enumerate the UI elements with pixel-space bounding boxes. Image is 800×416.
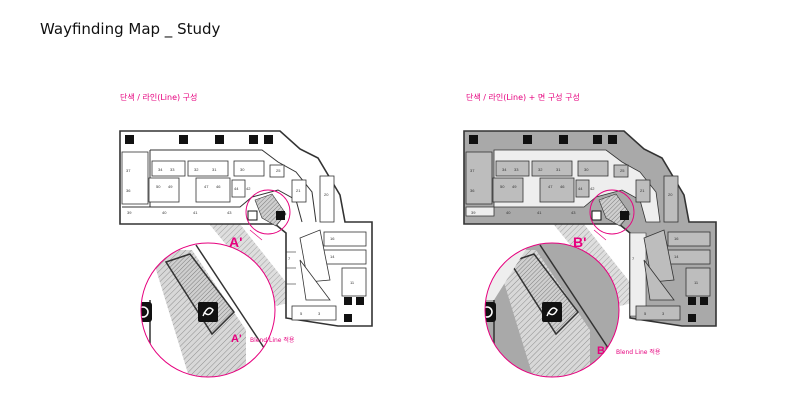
svg-text:43: 43: [227, 210, 232, 215]
legend-tag: B': [597, 345, 608, 357]
legend-tag: A': [231, 333, 242, 345]
left-panel-caption: 단색 / 라인(Line) 구성: [120, 93, 198, 102]
svg-text:16: 16: [674, 236, 679, 241]
svg-text:5: 5: [300, 311, 303, 316]
svg-text:37: 37: [470, 168, 475, 173]
svg-text:49: 49: [168, 184, 173, 189]
svg-text:32: 32: [194, 167, 199, 172]
svg-text:14: 14: [674, 254, 679, 259]
svg-text:21: 21: [640, 188, 645, 193]
svg-text:50: 50: [156, 184, 161, 189]
svg-text:42: 42: [246, 186, 251, 191]
svg-text:39: 39: [471, 210, 476, 215]
svg-text:30: 30: [584, 167, 589, 172]
zoom-circle: [140, 242, 276, 378]
svg-text:43: 43: [571, 210, 576, 215]
callout-tag: B': [573, 234, 586, 250]
legend-text: Blend Line 적용: [616, 349, 661, 356]
svg-text:30: 30: [240, 167, 245, 172]
zoom-detail: [141, 243, 275, 377]
svg-text:32: 32: [538, 167, 543, 172]
svg-text:40: 40: [506, 210, 511, 215]
svg-text:50: 50: [500, 184, 505, 189]
svg-text:11: 11: [694, 280, 699, 285]
zoom-circle: [484, 242, 620, 378]
svg-text:14: 14: [330, 254, 335, 259]
svg-text:37: 37: [126, 168, 131, 173]
svg-text:44: 44: [578, 186, 583, 191]
svg-text:44: 44: [234, 186, 239, 191]
callout-tag: A': [229, 234, 242, 250]
svg-text:31: 31: [556, 167, 561, 172]
callout-circle-small: [245, 189, 291, 235]
svg-text:3: 3: [318, 311, 321, 316]
svg-text:7: 7: [288, 256, 291, 261]
svg-text:20: 20: [324, 192, 329, 197]
svg-text:36: 36: [126, 188, 131, 193]
svg-text:42: 42: [590, 186, 595, 191]
svg-text:31: 31: [212, 167, 217, 172]
lounge-icon: [542, 302, 562, 322]
svg-text:41: 41: [193, 210, 198, 215]
svg-text:5: 5: [644, 311, 647, 316]
svg-text:46: 46: [216, 184, 221, 189]
svg-text:16: 16: [330, 236, 335, 241]
svg-text:47: 47: [204, 184, 209, 189]
svg-text:3: 3: [662, 311, 665, 316]
svg-text:25: 25: [276, 168, 281, 173]
svg-text:33: 33: [514, 167, 519, 172]
callout-circle-small: [589, 189, 635, 235]
svg-text:34: 34: [158, 167, 163, 172]
svg-text:34: 34: [502, 167, 507, 172]
lounge-icon: [198, 302, 218, 322]
svg-text:47: 47: [548, 184, 553, 189]
svg-text:25: 25: [620, 168, 625, 173]
right-panel-caption: 단색 / 라인(Line) + 면 구성 구성: [466, 93, 580, 102]
svg-text:49: 49: [512, 184, 517, 189]
page-title: Wayfinding Map _ Study: [40, 20, 221, 38]
svg-text:33: 33: [170, 167, 175, 172]
right-top-icons: [469, 135, 708, 322]
svg-text:41: 41: [537, 210, 542, 215]
svg-text:20: 20: [668, 192, 673, 197]
svg-text:46: 46: [560, 184, 565, 189]
left-top-icons: [125, 135, 364, 322]
legend-text: Blend Line 적용: [250, 337, 295, 344]
svg-text:40: 40: [162, 210, 167, 215]
svg-text:36: 36: [470, 188, 475, 193]
svg-text:7: 7: [632, 256, 635, 261]
svg-text:11: 11: [350, 280, 355, 285]
svg-text:21: 21: [296, 188, 301, 193]
svg-text:39: 39: [127, 210, 132, 215]
